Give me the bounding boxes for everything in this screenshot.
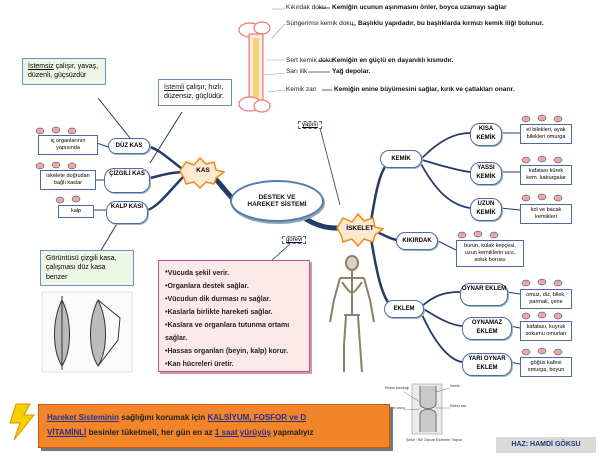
bone-part-label: Kemik zarı [286,86,317,93]
gorevi-item: •Organlara destek sağlar. [165,283,249,290]
bone-type-kisa: KISA KEMİK [470,123,502,146]
bone-part-label: Kıkırdak doku [286,4,326,11]
muscle-type-duz-kas: DÜZ KAS [108,138,150,154]
bone-part-desc: Yağ depolar. [332,68,371,75]
muscle-location: iskelete doğrudan bağlı kaslar [40,170,96,190]
iskelet-label: İSKELET [346,225,374,232]
bone-part-label: Sert kemik doku [286,57,333,64]
bone-part-desc: Kemiğin ucunun aşınmasını önler, boyca u… [332,4,507,11]
gorevi-item: •Kaslara ve organlara tutunma ortamı sağ… [165,322,290,342]
center-title: DESTEK VE HAREKET SİSTEMİ [230,180,324,222]
muscle-type-kalp-kasi: KALP KASI [106,201,148,224]
kas-label: KAS [196,167,210,174]
bone-type-yassi: YASSI KEMİK [470,162,502,185]
note-istemli: İstemli çalışır, hızlı, düzensiz, güçlüd… [158,79,232,106]
gorevi-tag: görevi [282,236,307,244]
gorevi-item: •Vücudun dik durması nı sağlar. [165,296,271,303]
joint-example: omuz, diz, bilek, parmak, çene [520,289,572,309]
joint-example: göğüs kafesi omurga, boyun [520,357,572,377]
gorevi-item: •Hassas organları (beyin, kalp) korur. [165,348,289,355]
bone-example: el bilekleri, ayak bilekleri omurga [520,124,572,144]
bone-part-desc: Başlıklu yapıdadır, bu başlıklarda kırmı… [358,20,544,27]
muscle-location: kalp [58,205,94,218]
muscle-location: iç organlarının yapısında [38,135,98,155]
bone-part-desc: Kemiğin en güçlü en dayanıklı kısmıdır. [332,57,454,64]
footer-highlight: 1 saat yürüyüş [214,428,271,437]
gorevi-list: *Vücuda şekil verir. •Organlara destek s… [158,260,310,372]
gorevi-item: *Vücuda şekil verir. [165,270,230,277]
footer-banner: Hareket Sisteminin sağlığını korumak içi… [38,404,390,448]
gorevi-item: •Kan hücreleri üretir. [165,361,234,368]
joint-label: Eklem kıkırdağı [385,386,410,390]
note-istemsiz-lead: İstemsiz [28,63,54,70]
note-istemli-lead: İstemli [164,84,185,91]
bone-part-label: Sarı ilik [286,68,308,75]
joint-caption: Şekil : Bir Oynar Eklemin Yapısı [406,437,463,442]
yapisi-tag: yapısı [298,121,323,129]
footer-highlight: KALSİYUM, FOSFOR ve D [207,413,307,422]
footer-highlight: VİTAMİNLİ [47,428,87,437]
joint-label: Eklem sıvısı [386,406,405,410]
kemik-bubble: KEMİK [380,150,422,168]
footer-text: besinler tüketmeli, her gün en az [86,428,215,437]
footer-highlight: Hareket Sisteminin [47,413,120,422]
bone-example: kol ve bacak kemikleri [520,204,572,224]
author-credit: HAZ: HAMDİ GÖKSU [496,437,596,453]
note-kalp: Görüntüsü çizgili kasa, çalışması düz ka… [40,250,134,287]
note-istemli-rest: çalışır, hızlı, düzensiz, güçlüdür. [164,84,224,101]
joint-example: kafatası, kuyruk sokumu omurları [520,321,572,341]
joint-type-yari-oynar: YARI OYNAR EKLEM [462,353,512,376]
bone-example: kafatası kürek kem. kaburgalar [520,165,572,185]
muscle-type-cizgili-kas: ÇİZGİLİ KAS [104,168,150,193]
note-istemsiz-rest: çalışır, yavaş, düzenli, güçsüzdür [28,63,99,80]
footer-text: yapmalıyız [270,428,314,437]
bone-part-label: Süngerimsi kemik doku [286,20,354,27]
footer-text: sağlığını korumak için [119,413,208,422]
joint-type-oynar: OYNAR EKLEM [460,283,508,306]
eklem-bubble: EKLEM [384,300,424,318]
bone-type-uzun: UZUN KEMİK [470,198,502,221]
joint-type-oynamaz: OYNAMAZ EKLEM [462,317,512,340]
note-istemsiz: İstemsiz çalışır, yavaş, düzenli, güçsüz… [22,58,106,85]
joint-label: Eklem zarı [450,404,467,408]
bone-part-desc: Kemiğin enine büyümesini sağlar, kırık v… [334,86,515,93]
joint-label: Kemik [450,384,460,388]
kikirdak-examples: burun, kulak kepçesi, uzun kemiklerin uc… [456,240,524,267]
gorevi-item: •Kaslarla birlikte hareketi sağlar. [165,309,273,316]
kikirdak-bubble: KIKIRDAK [396,232,438,250]
center-title-text: DESTEK VE HAREKET SİSTEMİ [247,194,307,208]
